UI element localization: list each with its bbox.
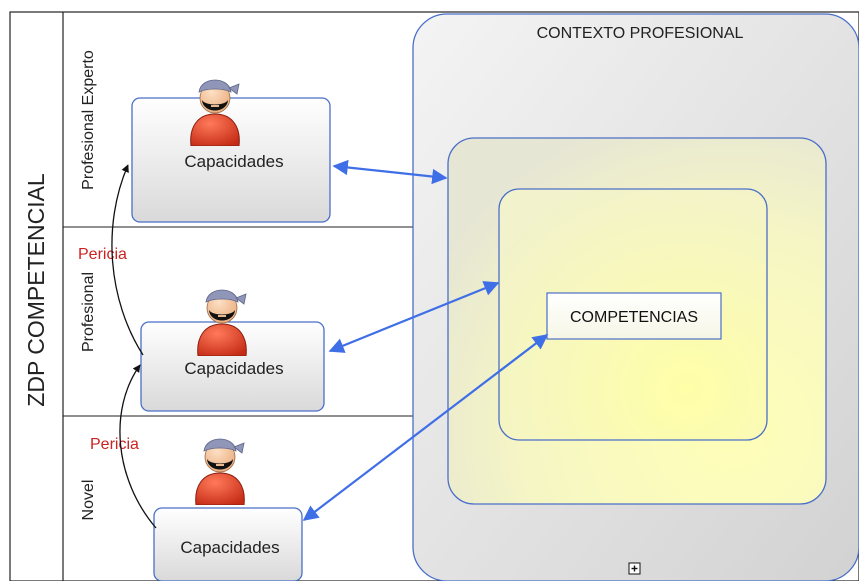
pool-title: ZDP COMPETENCIAL [23,173,49,407]
pericia-label: Pericia [78,246,127,263]
lane-label-profesional: Profesional [80,272,97,352]
progression-arrow [111,164,144,356]
lane-label-novel: Novel [80,480,97,521]
progression-arrow [119,364,157,529]
context-title: CONTEXTO PROFESIONAL [537,25,744,42]
pericia-label: Pericia [90,436,139,453]
task-label: Capacidades [184,152,283,171]
task-box-novel[interactable] [153,507,303,581]
plus-box-icon[interactable] [628,562,641,575]
task-label: Capacidades [180,538,279,557]
task-label: Capacidades [184,359,283,378]
competencias-label: COMPETENCIAS [570,309,698,326]
lane-label-experto: Profesional Experto [80,50,97,190]
competencias-box[interactable] [546,292,722,340]
association-arrow [332,159,448,185]
task-box-experto[interactable] [131,97,331,223]
association-arrow [302,334,549,521]
